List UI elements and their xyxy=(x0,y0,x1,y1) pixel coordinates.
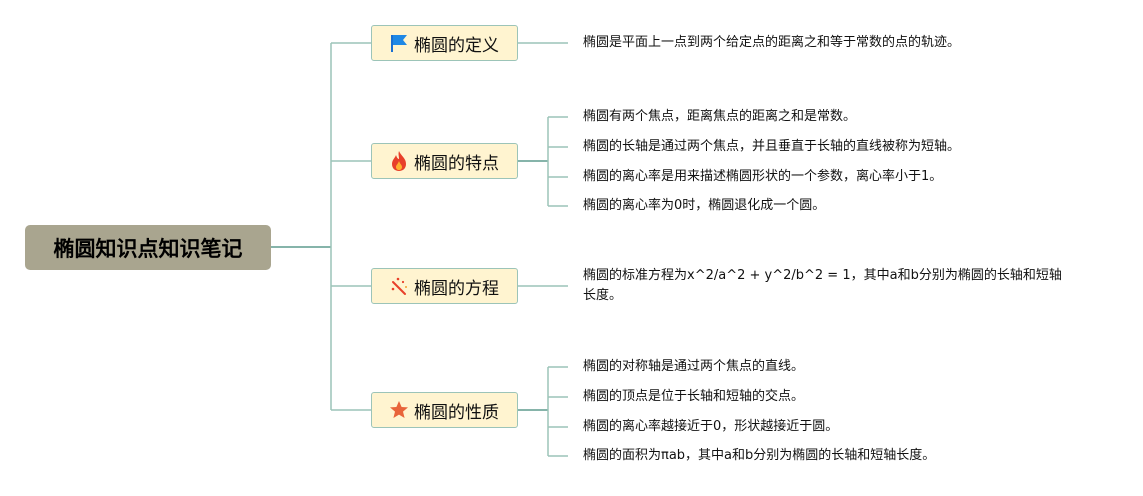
branch-title: 椭圆的性质 xyxy=(414,402,499,423)
leaf-text: 椭圆的离心率越接近于0，形状越接近于圆。 xyxy=(583,419,839,434)
branch-equation[interactable]: 椭圆的方程 xyxy=(371,268,518,304)
sparkle-icon xyxy=(388,275,410,297)
leaf-text: 椭圆的顶点是位于长轴和短轴的交点。 xyxy=(583,389,805,404)
branch-title: 椭圆的定义 xyxy=(414,35,499,56)
leaf-text: 椭圆的长轴是通过两个焦点，并且垂直于长轴的直线被称为短轴。 xyxy=(583,139,961,154)
branch-features[interactable]: 椭圆的特点 xyxy=(371,143,518,179)
leaf-text: 椭圆有两个焦点，距离焦点的距离之和是常数。 xyxy=(583,109,857,124)
branch-title: 椭圆的方程 xyxy=(414,278,499,299)
fire-icon xyxy=(388,150,410,172)
flag-icon xyxy=(388,32,410,54)
branch-definition[interactable]: 椭圆的定义 xyxy=(371,25,518,61)
leaf-text: 椭圆的离心率为0时，椭圆退化成一个圆。 xyxy=(583,198,826,213)
star-icon xyxy=(388,399,410,421)
leaf-text: 椭圆的标准方程为x^2/a^2 + y^2/b^2 = 1，其中a和b分别为椭圆… xyxy=(583,268,1062,303)
leaf-text: 椭圆的离心率是用来描述椭圆形状的一个参数，离心率小于1。 xyxy=(583,169,943,184)
leaf-text: 椭圆的对称轴是通过两个焦点的直线。 xyxy=(583,359,805,374)
leaf-text: 椭圆的面积为πab，其中a和b分别为椭圆的长轴和短轴长度。 xyxy=(583,448,936,463)
root-node[interactable]: 椭圆知识点知识笔记 xyxy=(25,225,271,270)
root-title: 椭圆知识点知识笔记 xyxy=(53,236,243,261)
branch-properties[interactable]: 椭圆的性质 xyxy=(371,392,518,428)
leaf-text: 椭圆是平面上一点到两个给定点的距离之和等于常数的点的轨迹。 xyxy=(583,35,961,50)
branch-title: 椭圆的特点 xyxy=(414,153,499,174)
